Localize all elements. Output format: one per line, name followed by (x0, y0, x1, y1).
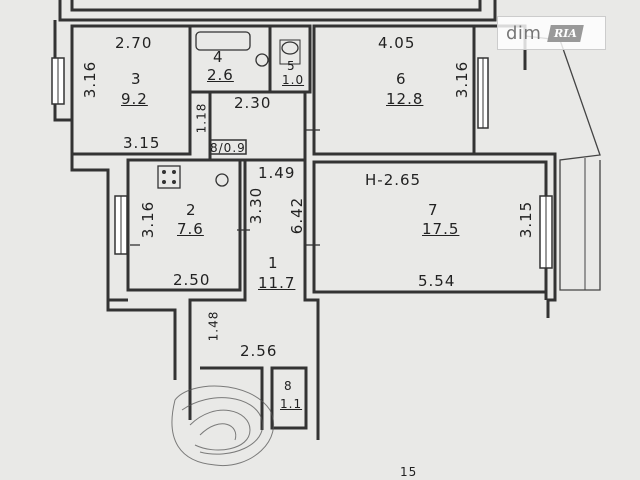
height-label: H-2.65 (365, 171, 422, 189)
watermark-brand: dim (506, 22, 542, 44)
corridor-d1: 1.18 (194, 102, 209, 134)
room6-width: 4.05 (378, 34, 416, 52)
room7-id: 7 (428, 201, 439, 219)
corridor-d2: 1.49 (258, 164, 296, 182)
room8-id: 8 (284, 379, 293, 393)
corridor-d3: 3.30 (247, 186, 266, 225)
room2-id: 2 (186, 201, 197, 219)
watermark-logo: dim RIA (497, 16, 606, 50)
room3-width: 2.70 (115, 34, 153, 52)
closet-label: 8/0.9 (210, 141, 246, 155)
room4-area: 2.6 (207, 66, 234, 84)
corridor-d5: 1.48 (206, 310, 221, 342)
scribble (171, 385, 275, 467)
room6-area: 12.8 (386, 90, 424, 108)
room8-area: 1.1 (280, 397, 303, 411)
room7-length: 3.15 (517, 200, 536, 239)
room1-id: 1 (268, 254, 279, 272)
room2-length: 3.16 (139, 200, 158, 239)
room1-area: 11.7 (258, 274, 296, 292)
room3-area: 9.2 (121, 90, 148, 108)
watermark-badge: RIA (547, 24, 585, 42)
room5-area: 1.0 (282, 73, 305, 87)
room6-id: 6 (396, 70, 407, 88)
room3-length: 3.16 (81, 60, 100, 99)
corridor-d6: 2.56 (240, 342, 278, 360)
room2-area: 7.6 (177, 220, 204, 238)
corridor-w1: 2.30 (234, 94, 272, 112)
room6-length: 3.16 (453, 60, 472, 99)
room2-bottom: 2.50 (173, 271, 211, 289)
room5-id: 5 (287, 59, 296, 73)
room4-id: 4 (213, 48, 224, 66)
bottom-dimension: 15 (400, 465, 418, 479)
room7-width: 5.54 (418, 272, 456, 290)
corridor-d4: 6.42 (288, 196, 307, 235)
room3-id: 3 (131, 70, 142, 88)
room7-area: 17.5 (422, 220, 460, 238)
room3-bottom: 3.15 (123, 134, 161, 152)
